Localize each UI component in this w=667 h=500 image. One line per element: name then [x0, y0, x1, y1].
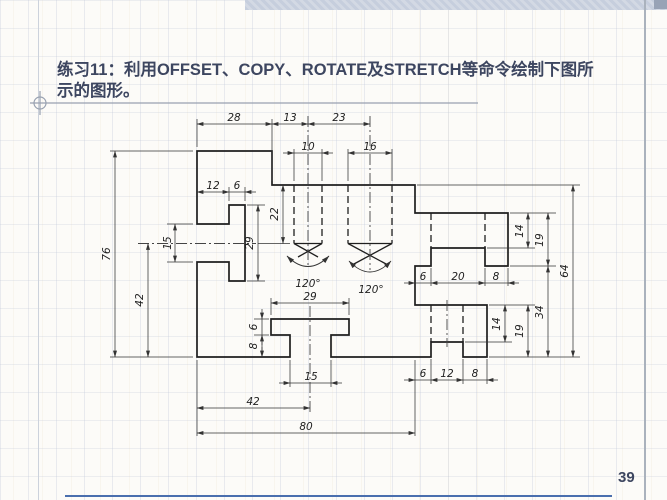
- part-outline: [196, 150, 509, 358]
- v-groove-edges: [293, 242, 393, 266]
- left-template-line: [38, 0, 39, 500]
- dim-42-left: 42: [134, 293, 146, 307]
- top-decorative-bar: [245, 0, 667, 10]
- dim-23: 23: [332, 112, 345, 124]
- dim-80: 80: [299, 421, 313, 433]
- dim-8-ru: 8: [493, 271, 500, 283]
- angle-dimension-arcs: [286, 255, 392, 273]
- centerlines: [138, 116, 448, 413]
- dim-6-rl: 6: [420, 368, 427, 380]
- dimension-lines: [112, 121, 576, 436]
- dim-angle-1: 120°: [295, 278, 320, 290]
- dim-6-ru: 6: [420, 271, 427, 283]
- slide-title-line1: 练习11：利用OFFSET、COPY、ROTATE及STRETCH等命令绘制下图…: [57, 61, 594, 79]
- dim-15-left: 15: [162, 236, 174, 250]
- hidden-edges: [293, 185, 486, 342]
- dim-20: 20: [451, 271, 465, 283]
- dim-42-bottom: 42: [246, 396, 260, 408]
- dim-8-bottom: 8: [248, 342, 260, 349]
- dim-8-rl: 8: [472, 368, 479, 380]
- dim-76: 76: [101, 247, 113, 261]
- dim-29-left: 29: [244, 236, 256, 250]
- dim-14-ru: 14: [514, 224, 526, 237]
- page-number: 39: [618, 469, 635, 486]
- dimension-lines-narrow: [229, 150, 519, 386]
- dim-19-rl: 19: [514, 324, 526, 338]
- dim-12-rl: 12: [440, 368, 454, 380]
- slide-title-line2: 示的图形。: [57, 82, 140, 100]
- dim-13: 13: [283, 112, 296, 124]
- dim-angle-2: 120°: [358, 284, 383, 296]
- extension-lines: [110, 119, 580, 436]
- right-template-line: [644, 0, 646, 500]
- dim-6-left: 6: [234, 180, 241, 192]
- dim-22: 22: [269, 207, 281, 221]
- top-bar-endcap: [654, 0, 667, 9]
- dim-14-rl: 14: [491, 317, 503, 330]
- dim-34: 34: [534, 305, 546, 318]
- dim-28: 28: [227, 112, 241, 124]
- dim-19-ru: 19: [534, 233, 546, 247]
- dim-12: 12: [206, 180, 220, 192]
- dim-6-bottom: 6: [248, 323, 260, 330]
- slide-title: 练习11：利用OFFSET、COPY、ROTATE及STRETCH等命令绘制下图…: [57, 60, 632, 102]
- dim-15-bottom: 15: [304, 371, 318, 383]
- bottom-rule: [65, 495, 612, 497]
- title-underline-decoration: [30, 91, 478, 115]
- dim-64: 64: [559, 264, 571, 277]
- dimension-labels: 28 13 23 10 16 12 6 29 15 42 80 6 20 8 6…: [101, 112, 571, 433]
- dim-16: 16: [363, 141, 377, 153]
- dim-29-bottom: 29: [303, 291, 317, 303]
- dim-10: 10: [301, 141, 315, 153]
